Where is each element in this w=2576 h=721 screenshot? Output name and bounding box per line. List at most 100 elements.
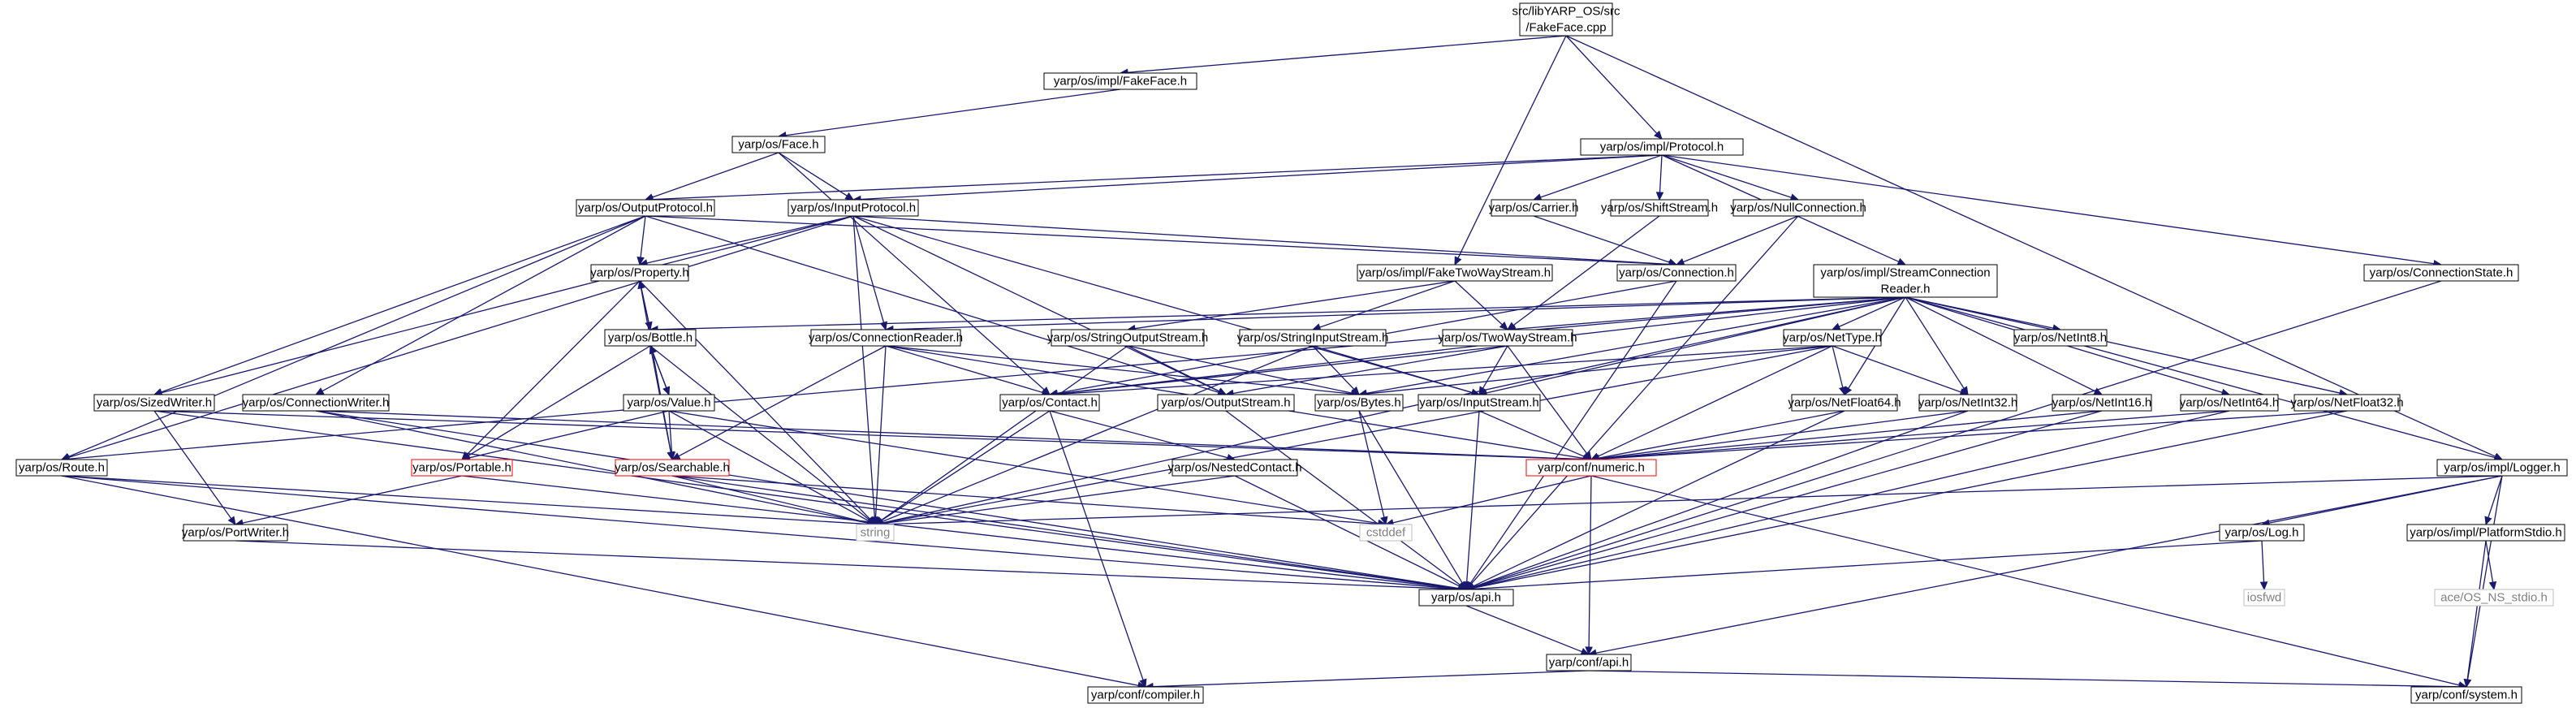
node-portWriter[interactable]: yarp/os/PortWriter.h (182, 524, 289, 542)
edge-outputProtocol-to-connection (645, 215, 1670, 266)
node-connectionReader[interactable]: yarp/os/ConnectionReader.h (809, 329, 963, 347)
node-box (1918, 394, 2017, 412)
node-label: yarp/os/NullConnection.h (1730, 201, 1866, 215)
node-label: yarp/os/impl/FakeTwoWayStream.h (1359, 266, 1551, 280)
node-nullConnection[interactable]: yarp/os/NullConnection.h (1730, 199, 1866, 217)
node-string[interactable]: string (856, 524, 895, 542)
node-netInt8[interactable]: yarp/os/NetInt8.h (2013, 329, 2108, 347)
node-label: yarp/os/impl/Logger.h (2444, 461, 2560, 475)
node-box (183, 524, 288, 542)
node-fakeTwoWay[interactable]: yarp/os/impl/FakeTwoWayStream.h (1357, 264, 1553, 282)
node-contact[interactable]: yarp/os/Contact.h (999, 394, 1100, 412)
node-cstddef[interactable]: cstddef (1359, 524, 1413, 542)
node-implLogger[interactable]: yarp/os/impl/Logger.h (2436, 459, 2568, 477)
node-box (2013, 329, 2108, 347)
edge-connectionWriter-to-string (315, 410, 869, 524)
edge-implProtocol-to-outputProtocol (652, 154, 1663, 201)
node-log[interactable]: yarp/os/Log.h (2219, 524, 2305, 542)
node-netInt64[interactable]: yarp/os/NetInt64.h (2180, 394, 2280, 412)
node-label: yarp/os/ConnectionState.h (2370, 266, 2513, 280)
node-outputProtocol[interactable]: yarp/os/OutputProtocol.h (576, 199, 715, 217)
node-implProtocol[interactable]: yarp/os/impl/Protocol.h (1580, 138, 1744, 156)
edge-arrowhead (1654, 130, 1663, 140)
node-root[interactable]: src/libYARP_OS/src/FakeFace.cpp (1512, 2, 1620, 37)
node-searchable[interactable]: yarp/os/Searchable.h (615, 459, 730, 477)
edge-netFloat32-to-confNumeric (1598, 410, 2348, 460)
node-property[interactable]: yarp/os/Property.h (590, 264, 689, 282)
node-face[interactable]: yarp/os/Face.h (731, 136, 826, 153)
node-connectionState[interactable]: yarp/os/ConnectionState.h (2363, 264, 2519, 282)
node-box (1783, 329, 1882, 347)
node-box (2180, 394, 2279, 412)
node-outputStream[interactable]: yarp/os/OutputStream.h (1157, 394, 1295, 412)
edge-implLogger-to-confApi (1595, 475, 2503, 654)
node-netInt32[interactable]: yarp/os/NetInt32.h (1918, 394, 2018, 412)
node-sizedWriter[interactable]: yarp/os/SizedWriter.h (93, 394, 215, 412)
node-label: yarp/os/ConnectionReader.h (809, 331, 963, 345)
edge-arrowhead (637, 279, 645, 290)
node-box (2436, 459, 2568, 477)
node-twoWayStream[interactable]: yarp/os/TwoWayStream.h (1438, 329, 1577, 347)
edge-contact-to-compiler (1049, 410, 1144, 680)
node-box (1087, 686, 1204, 704)
edge-inputStream-to-osApi (1466, 410, 1480, 583)
node-bytes[interactable]: yarp/os/Bytes.h (1314, 394, 1404, 412)
node-label: yarp/os/NetFloat64.h (1788, 396, 1901, 410)
edge-confNumeric-to-confApi (1588, 475, 1592, 648)
edge-arrowhead (2484, 516, 2492, 526)
edge-streamConnReader-to-connectionReader (892, 296, 1906, 330)
node-box (2434, 589, 2554, 607)
edge-connectionReader-to-contact (885, 345, 1043, 394)
node-carrier[interactable]: yarp/os/Carrier.h (1489, 199, 1579, 217)
node-label: ace/OS_NS_stdio.h (2440, 591, 2548, 605)
edge-arrowhead (1217, 387, 1228, 395)
node-implFakeFace[interactable]: yarp/os/impl/FakeFace.h (1043, 72, 1197, 90)
node-bottle[interactable]: yarp/os/Bottle.h (604, 329, 697, 347)
edge-netInt32-to-confNumeric (1598, 410, 1969, 460)
node-platformStdio[interactable]: yarp/os/impl/PlatformStdio.h (2406, 524, 2565, 542)
edge-confApi-to-system (1588, 670, 2460, 688)
node-netType[interactable]: yarp/os/NetType.h (1783, 329, 1882, 347)
node-connection[interactable]: yarp/os/Connection.h (1616, 264, 1737, 282)
edge-streamConnReader-to-inputStream (1486, 296, 1906, 394)
edge-inputProtocol-to-string (852, 215, 876, 518)
node-stringOutputStream[interactable]: yarp/os/StringOutputStream.h (1047, 329, 1208, 347)
node-box (1357, 264, 1553, 282)
node-box (1491, 199, 1577, 217)
edge-inputStream-to-confNumeric (1478, 410, 1586, 458)
node-netFloat64[interactable]: yarp/os/NetFloat64.h (1788, 394, 1901, 412)
node-netInt16[interactable]: yarp/os/NetInt16.h (2052, 394, 2152, 412)
node-nestedContact[interactable]: yarp/os/NestedContact.h (1167, 459, 1302, 477)
node-netFloat32[interactable]: yarp/os/NetFloat32.h (2290, 394, 2404, 412)
node-portable[interactable]: yarp/os/Portable.h (411, 459, 513, 477)
node-connectionWriter[interactable]: yarp/os/ConnectionWriter.h (242, 394, 390, 412)
node-label: yarp/os/Bottle.h (608, 331, 693, 345)
edge-arrowhead (227, 516, 236, 526)
node-value[interactable]: yarp/os/Value.h (623, 394, 715, 412)
node-confApi[interactable]: yarp/conf/api.h (1546, 654, 1632, 671)
node-compiler[interactable]: yarp/conf/compiler.h (1087, 686, 1204, 704)
node-confNumeric[interactable]: yarp/conf/numeric.h (1525, 459, 1657, 477)
node-inputStream[interactable]: yarp/os/InputStream.h (1417, 394, 1541, 412)
node-system[interactable]: yarp/conf/system.h (2410, 686, 2522, 704)
node-stringInputStream[interactable]: yarp/os/StringInputStream.h (1237, 329, 1389, 347)
node-osApi[interactable]: yarp/os/api.h (1418, 589, 1514, 607)
edge-arrowhead (879, 321, 887, 331)
edge-arrowhead (667, 451, 676, 461)
edge-connectionState-to-osApi (1473, 280, 2442, 588)
node-route[interactable]: yarp/os/Route.h (15, 459, 108, 477)
node-box (1610, 199, 1709, 217)
node-shiftStream[interactable]: yarp/os/ShiftStream.h (1601, 199, 1718, 217)
node-box (2052, 394, 2152, 412)
node-box (1417, 394, 1541, 412)
node-aceStdio[interactable]: ace/OS_NS_stdio.h (2434, 589, 2554, 607)
edge-streamConnReader-to-implLogger (1905, 296, 2496, 459)
edge-face-to-outputProtocol (652, 152, 779, 198)
node-iosfwd[interactable]: iosfwd (2243, 589, 2285, 607)
edge-netType-to-contact (1056, 345, 1833, 395)
node-inputProtocol[interactable]: yarp/os/InputProtocol.h (787, 199, 919, 217)
edge-confNumeric-to-system (1590, 475, 2460, 686)
node-label: yarp/conf/system.h (2415, 689, 2518, 702)
node-label: yarp/os/InputStream.h (1419, 396, 1539, 410)
